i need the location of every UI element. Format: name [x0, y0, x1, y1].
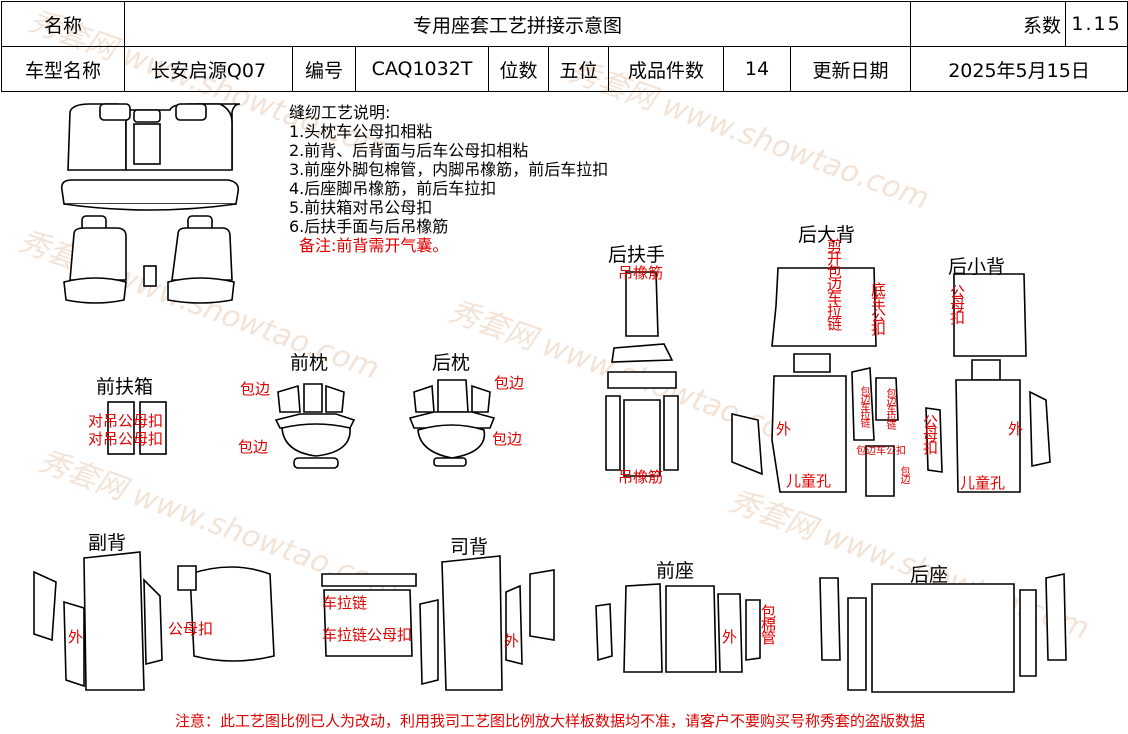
note-item: 2.前背、后背面与后车公母扣相粘: [289, 141, 529, 160]
annot-wrap-edge: 包边: [492, 430, 523, 448]
notes-remark: 备注:前背需开气囊。: [299, 236, 449, 255]
annot-snap: 公母扣: [168, 620, 214, 638]
front-headrest-pieces: [274, 383, 356, 469]
label-rear-seat: 后座: [910, 564, 949, 586]
annot-wrap-edge: 包边: [240, 380, 271, 398]
annot-male-female: 公母扣: [921, 414, 939, 453]
code-label: 编号: [292, 46, 356, 92]
annot-wrap-edge: 包边: [238, 438, 269, 456]
annot-male-female: 公母扣: [948, 284, 966, 323]
annot-zipper-snap: 车拉链公母扣: [322, 626, 413, 644]
sewing-notes: 缝纫工艺说明: 1.头枕车公母扣相粘 2.前背、后背面与后车公母扣相粘 3.前座…: [289, 103, 608, 255]
label-front-seat: 前座: [656, 560, 695, 582]
annot-armbox: 对吊公母扣: [88, 412, 164, 430]
label-driver-back: 司背: [450, 536, 489, 558]
label-rear-headrest: 后枕: [432, 352, 471, 374]
seat-value: 五位: [548, 46, 609, 92]
annot-hang-elastic: 吊橡筋: [618, 468, 664, 486]
label-passenger-back: 副背: [88, 532, 127, 554]
rear-armrest-pieces: [605, 271, 679, 477]
label-rear-small-back: 后小背: [948, 256, 1006, 278]
seat-label: 位数: [488, 46, 549, 92]
pattern-diagram: [33, 103, 1067, 693]
notes-title: 缝纫工艺说明:: [289, 103, 391, 122]
coef-value: 1.15: [1065, 1, 1128, 47]
note-item: 1.头枕车公母扣相粘: [289, 122, 433, 141]
annot-zipper: 车拉链: [322, 594, 368, 612]
header-table: 名称 专用座套工艺拼接示意图 系数 1.15 车型名称 长安启源Q07 编号 C…: [1, 1, 1128, 92]
rear-big-back-pieces: [731, 267, 899, 497]
rear-bench-illustration: [60, 103, 241, 211]
rear-seat-pieces: [819, 573, 1067, 693]
annot-outer: 外: [776, 420, 792, 438]
driver-back-pieces: [321, 555, 555, 691]
label-front-armbox: 前扶箱: [96, 376, 154, 398]
annot-outer: 外: [504, 632, 520, 650]
label-front-headrest: 前枕: [290, 352, 329, 374]
page-title: 专用座套工艺拼接示意图: [123, 1, 912, 47]
annot-cut-open: 剪开包边车拉链: [825, 238, 843, 329]
annot-wrap-edge: 包边: [494, 374, 525, 392]
annot-armbox: 对吊公母扣: [88, 430, 164, 448]
annot-hang-elastic: 吊橡筋: [618, 264, 664, 282]
rear-small-back-pieces: [925, 273, 1051, 493]
annot-small: 包边车拉链: [884, 388, 895, 428]
annot-outer: 外: [722, 628, 738, 646]
note-item: 5.前扶箱对吊公母扣: [289, 198, 433, 217]
annot-child-hole: 儿童孔: [960, 474, 1006, 492]
count-value: 14: [723, 46, 791, 92]
note-item: 3.前座外脚包棉管，内脚吊橡筋，前后车拉扣: [289, 160, 609, 179]
date-label: 更新日期: [789, 46, 912, 92]
annot-small: 包边车公扣: [856, 446, 906, 457]
footer-warning: 注意：此工艺图比例已人为改动，利用我司工艺图比例放大样板数据均不准，请客户不要购…: [174, 712, 925, 730]
annot-bottom-snap: 底车公扣: [869, 282, 887, 334]
rear-headrest-pieces: [408, 379, 496, 467]
name-label: 名称: [1, 1, 125, 47]
note-item: 6.后扶手面与后吊橡筋: [289, 217, 449, 236]
label-rear-big-back: 后大背: [798, 224, 856, 246]
date-value: 2025年5月15日: [910, 46, 1128, 92]
annot-wrap-cotton: 包棉管: [759, 604, 777, 643]
label-rear-armrest: 后扶手: [608, 244, 666, 266]
annot-small: 包边: [898, 466, 909, 482]
annot-child-hole: 儿童孔: [786, 472, 832, 490]
annot-small: 包边车拉链: [858, 386, 869, 426]
annot-outer: 外: [1008, 420, 1024, 438]
front-seats-illustration: [63, 215, 235, 304]
passenger-back-pieces: [33, 551, 275, 691]
annot-outer: 外: [68, 628, 84, 646]
front-seat-pieces: [595, 583, 761, 673]
note-item: 4.后座脚吊橡筋，前后车拉扣: [289, 179, 497, 198]
code-value: CAQ1032T: [355, 46, 489, 92]
count-label: 成品件数: [608, 46, 724, 92]
